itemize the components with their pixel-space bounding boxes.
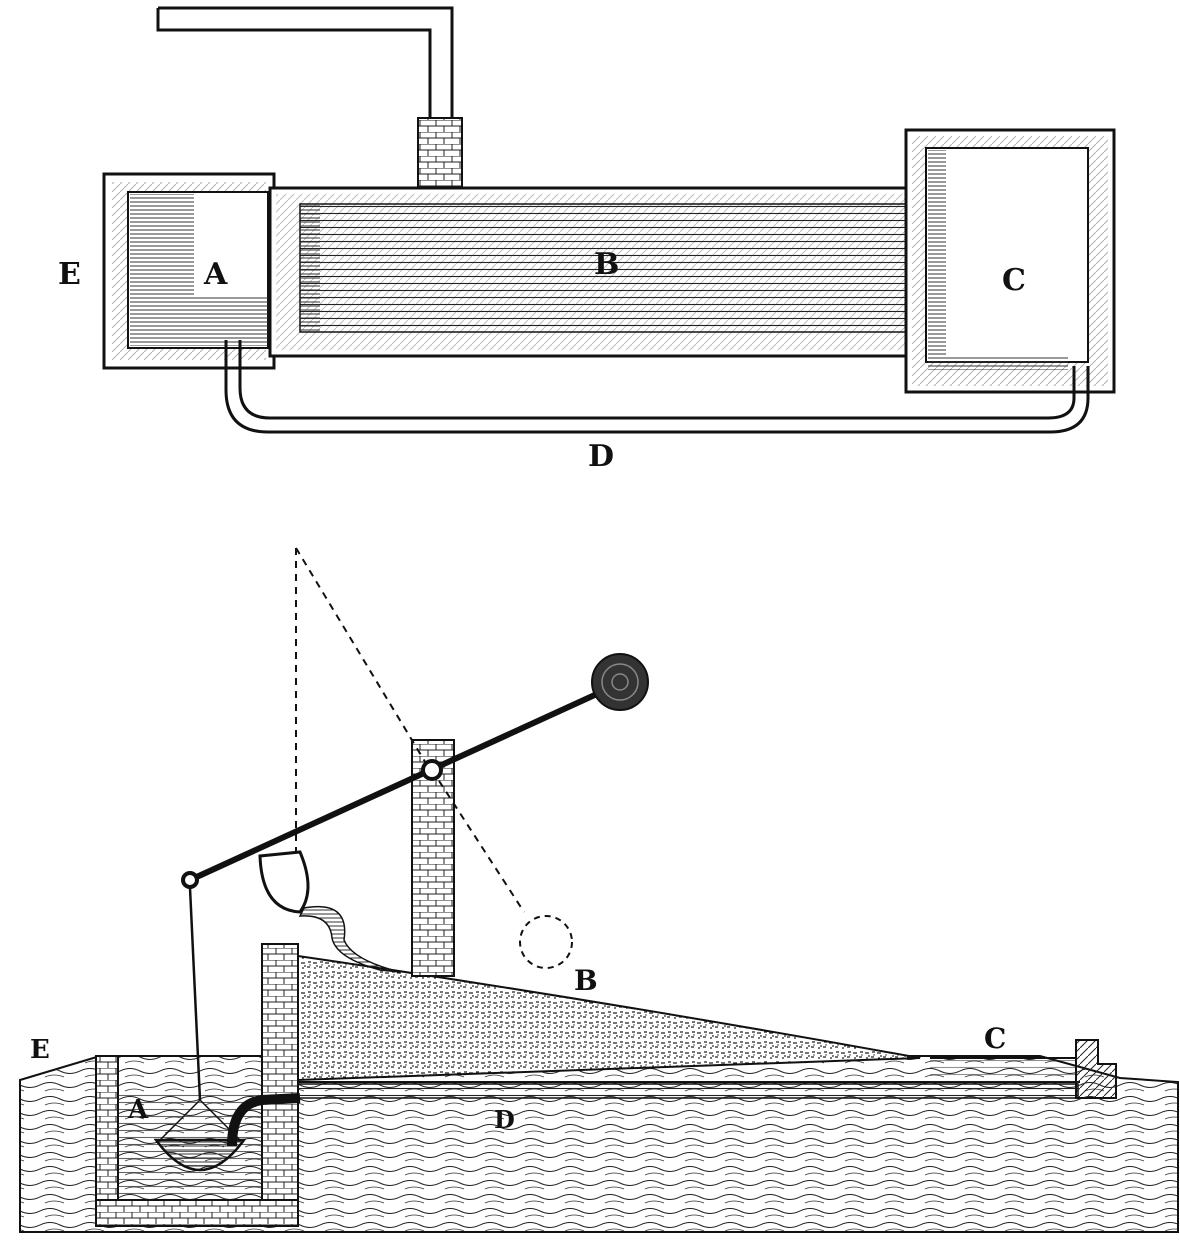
- outlet-wall-c: [1075, 1039, 1117, 1099]
- section-label-d: D: [494, 1105, 515, 1134]
- pit-a-floor: [95, 1199, 299, 1227]
- brick-post: [411, 739, 455, 977]
- counterweight: [591, 653, 649, 711]
- plan-label-e: E: [58, 257, 81, 292]
- lever-end-pivot: [181, 871, 199, 889]
- bucket-rod: [188, 887, 202, 1101]
- plan-label-c: C: [1002, 263, 1026, 298]
- plan-label-d: D: [588, 439, 614, 474]
- dashed-weight-position: [519, 915, 573, 969]
- scoop: [258, 850, 310, 914]
- inlet-pipe: [227, 1093, 301, 1147]
- dashed-guide: [295, 547, 431, 880]
- section-label-a: A: [127, 1095, 149, 1125]
- flue-brick-base: [417, 117, 463, 191]
- pivot: [421, 759, 443, 781]
- ground: [19, 1055, 1179, 1233]
- section-label-b: B: [574, 964, 598, 997]
- plan-view: E A B C D: [58, 6, 1116, 474]
- pipe-d: [224, 340, 1090, 434]
- section-view: E A B C D: [19, 547, 1179, 1233]
- chamber-c-interior: [925, 147, 1089, 363]
- trench-b-fill: [299, 203, 917, 333]
- conduit-d: [297, 1083, 1079, 1099]
- dashed-swing: [431, 769, 525, 913]
- flue-pipe: [156, 6, 454, 120]
- section-label-c: C: [984, 1022, 1006, 1055]
- plan-label-b: B: [594, 247, 619, 282]
- bucket: [153, 1138, 247, 1172]
- plan-label-a: A: [203, 257, 228, 292]
- section-label-e: E: [30, 1035, 50, 1065]
- pour-stream: [298, 906, 401, 973]
- pit-a-right-wall: [261, 943, 299, 1227]
- filter-bed-b: [297, 954, 921, 1082]
- lever-arm: [188, 685, 612, 883]
